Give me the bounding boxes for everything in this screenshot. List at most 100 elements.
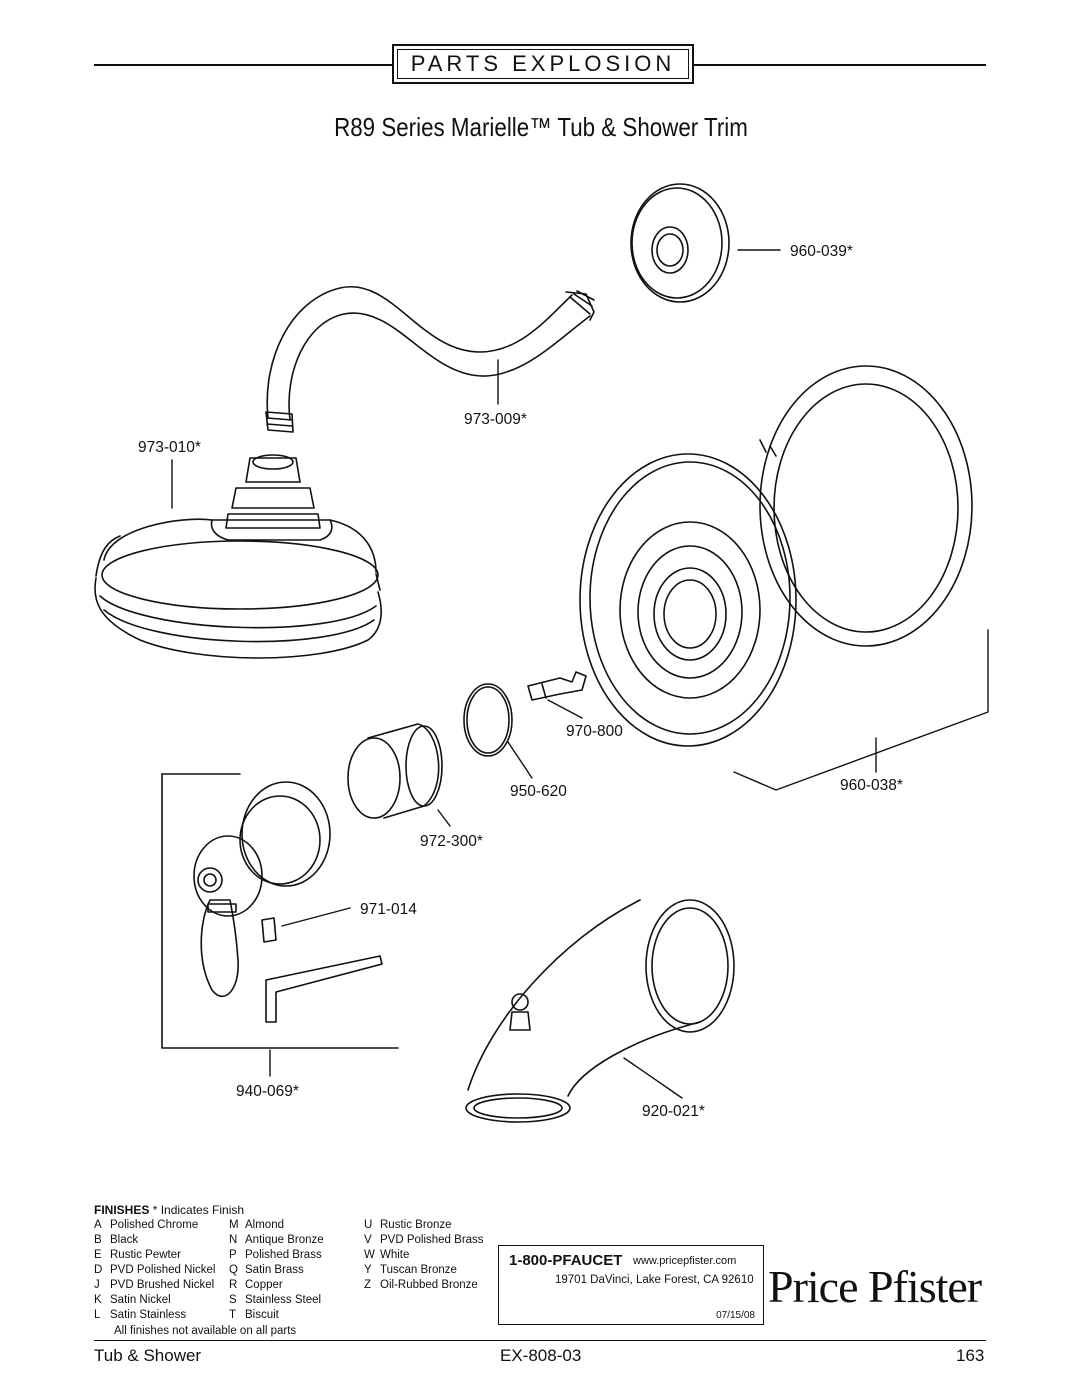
finish-code: S [229,1294,237,1306]
finishes-title: FINISHES [94,1203,150,1217]
footer-page-number: 163 [956,1346,985,1365]
handle-940-069 [161,773,399,1049]
finish-item: K Satin Nickel [94,1293,215,1308]
leader-lines [171,249,989,1099]
finish-item: B Black [94,1233,215,1248]
parts-explosion-diagram: 960-039* 973-009* 973-010* 970-800 950-6… [94,183,989,1123]
part-label: 940-069* [236,1083,299,1100]
sleeve-972-300 [347,723,443,819]
footer-category: Tub & Shower [94,1346,202,1365]
finish-code: L [94,1309,101,1321]
finish-item: D PVD Polished Nickel [94,1263,215,1278]
finish-name: Stainless Steel [245,1294,322,1306]
finish-name: Black [110,1234,139,1246]
finish-code: K [94,1294,102,1306]
revision-date: 07/15/08 [716,1310,755,1321]
section-header-label: PARTS EXPLOSION [397,49,689,79]
finish-name: Biscuit [245,1309,279,1321]
finish-name: Rustic Bronze [380,1219,452,1231]
finish-code: U [364,1219,373,1231]
finish-item: W White [364,1248,484,1263]
finish-code: Q [229,1264,238,1276]
escutcheon-960-038 [579,365,973,747]
part-label: 971-014 [360,901,417,918]
finishes-heading-note: * Indicates Finish [152,1203,245,1217]
contact-box: 1-800-PFAUCET www.pricepfister.com 19701… [498,1245,764,1325]
finish-item: E Rustic Pewter [94,1248,215,1263]
finish-code: Y [364,1264,372,1276]
company-address: 19701 DaVinci, Lake Forest, CA 92610 [555,1274,754,1286]
part-label: 973-010* [138,439,201,456]
flange-960-039 [630,183,730,303]
finish-item: S Stainless Steel [229,1293,324,1308]
finish-name: PVD Polished Brass [380,1234,484,1246]
finish-name: Satin Stainless [110,1309,187,1321]
finish-name: PVD Brushed Nickel [110,1279,215,1291]
finish-name: White [380,1249,410,1261]
finish-code: W [364,1249,375,1261]
section-header: PARTS EXPLOSION [392,44,694,84]
finish-item: A Polished Chrome [94,1218,215,1233]
finish-name: Almond [245,1219,284,1231]
oring-950-620 [463,683,513,757]
finish-item: Q Satin Brass [229,1263,324,1278]
finish-item: R Copper [229,1278,324,1293]
finish-name: Oil-Rubbed Bronze [380,1279,478,1291]
part-label: 973-009* [464,411,527,428]
shower-head-973-010 [94,454,382,659]
finish-name: Satin Brass [245,1264,304,1276]
finish-item: M Almond [229,1218,324,1233]
finish-item: V PVD Polished Brass [364,1233,484,1248]
finish-item: T Biscuit [229,1308,324,1323]
finish-name: Copper [245,1279,283,1291]
finish-code: A [94,1219,102,1231]
tub-spout-920-021 [465,899,735,1123]
finish-code: N [229,1234,238,1246]
footer-rule [94,1340,986,1341]
part-label: 950-620 [510,783,567,800]
finish-item: P Polished Brass [229,1248,324,1263]
brand-logo: Price Pfister [768,1261,982,1312]
part-label: 972-300* [420,833,483,850]
finish-name: Polished Chrome [110,1219,199,1231]
finish-name: Satin Nickel [110,1294,171,1306]
finish-code: T [229,1309,237,1321]
shower-arm-973-009 [265,285,595,433]
finishes-note: All finishes not available on all parts [114,1325,297,1337]
part-label: 920-021* [642,1103,705,1120]
header-rule-left [94,64,392,66]
part-label: 960-038* [840,777,903,794]
finish-code: D [94,1264,103,1276]
phone-number: 1-800-PFAUCET [509,1252,623,1269]
finish-item: L Satin Stainless [94,1308,215,1323]
part-label: 970-800 [566,723,623,740]
finish-name: Polished Brass [245,1249,322,1261]
finish-code: R [229,1279,238,1291]
finish-code: E [94,1249,102,1261]
part-label: 960-039* [790,243,853,260]
stem-970-800 [527,671,587,701]
finish-code: V [364,1234,372,1246]
header-rule-right [694,64,986,66]
finish-item: J PVD Brushed Nickel [94,1278,215,1293]
finish-code: P [229,1249,237,1261]
footer-document-number: EX-808-03 [500,1346,582,1365]
finish-name: Antique Bronze [245,1234,324,1246]
finish-name: Tuscan Bronze [380,1264,457,1276]
finishes-heading: FINISHES * Indicates Finish [94,1203,244,1218]
finish-code: B [94,1234,102,1246]
finish-item: N Antique Bronze [229,1233,324,1248]
finish-code: M [229,1219,239,1231]
finish-item: Y Tuscan Bronze [364,1263,484,1278]
finish-item: U Rustic Bronze [364,1218,484,1233]
finish-name: Rustic Pewter [110,1249,181,1261]
website-link[interactable]: www.pricepfister.com [633,1255,737,1267]
page-title: R89 Series Marielle™ Tub & Shower Trim [334,112,748,142]
finish-item: Z Oil-Rubbed Bronze [364,1278,484,1293]
finish-code: Z [364,1279,372,1291]
finish-name: PVD Polished Nickel [110,1264,216,1276]
finish-code: J [94,1279,100,1291]
